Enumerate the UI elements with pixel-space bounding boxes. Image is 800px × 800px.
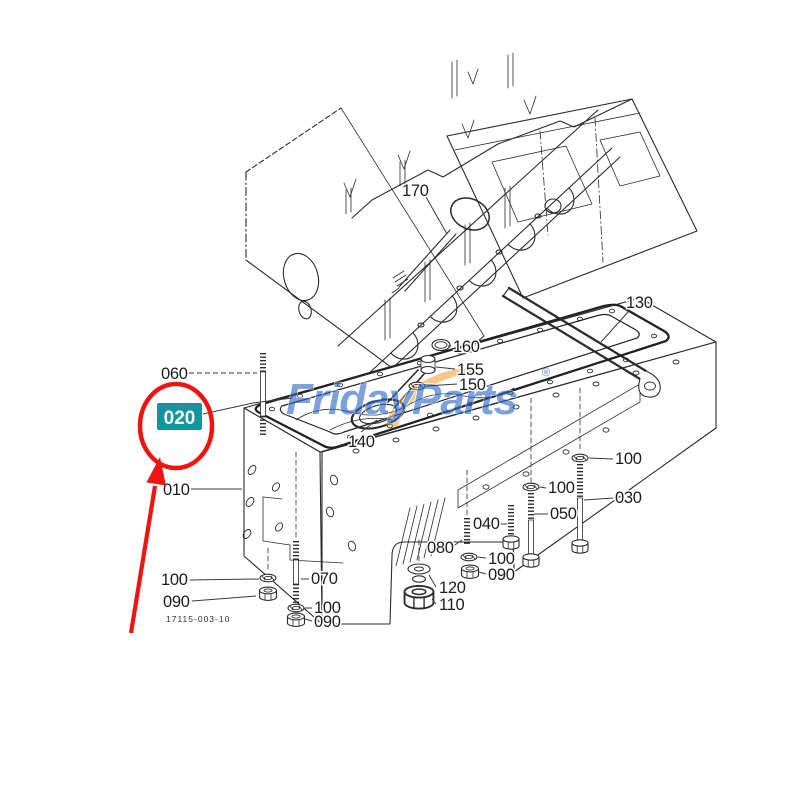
leader-line [478,571,487,575]
leader-line [583,497,614,501]
leader-line [191,595,257,602]
part-label: 100 [161,571,188,589]
drain-nut-110 [403,585,435,610]
leader-line [588,457,614,460]
part-label: 100 [488,550,515,568]
part-label: 090 [488,566,515,584]
leader-line [477,556,487,559]
leader-line [435,366,456,370]
part-label: 100 [615,450,642,468]
watermark-swoosh [385,368,474,427]
highlight-group: 020 [128,381,293,634]
stud-070 [286,541,306,627]
leader-line [304,618,313,622]
part-label: 170 [402,182,429,200]
gasket-strip-130 [501,286,661,398]
part-label: 090 [314,613,341,631]
part-label: 080 [427,539,454,557]
watermark-registered-mark: ® [542,367,550,379]
nut-090 [258,586,278,601]
highlight-arrowhead [146,457,166,486]
leader-line [425,196,448,235]
part-label: 030 [615,489,642,507]
leader-line [189,578,260,581]
bolt-040 [502,505,520,550]
part-label: 100 [548,479,575,497]
part-label: 060 [161,365,188,383]
bolt-050 [522,482,540,568]
part-label: 040 [473,515,500,533]
selected-part-label: 020 [164,408,196,429]
part-label: 070 [311,570,338,588]
fasteners [258,338,589,627]
watermark: FridayParts ® [285,367,550,427]
nut-090 [460,564,480,579]
part-label: 090 [163,593,190,611]
highlight-leader-line [202,397,293,415]
part-labels-layer: 1701300600101601551501400800401000501000… [160,181,655,633]
engine-block [245,52,698,401]
washer-100 [259,573,277,583]
joint-bolt-155 [420,354,436,375]
part-label: 110 [439,596,465,614]
selected-part-chip[interactable] [157,403,202,430]
o-ring-160 [431,338,451,352]
watermark-text: FridayParts [286,375,517,424]
leader-line [451,539,463,548]
part-label: 050 [550,505,577,523]
part-label: 100 [314,599,341,617]
part-label: 130 [626,294,653,312]
leader-line [428,574,437,588]
part-label: 120 [439,579,466,597]
leader-line [360,419,378,433]
washer-120 [407,563,431,583]
oil-pan-gasket-140 [254,303,670,449]
part-label: 155 [457,361,484,379]
part-label: 160 [453,338,480,356]
drawing-code: 17115-003-10 [166,614,230,624]
highlight-arrow-shaft [128,485,158,634]
part-label: 010 [163,481,190,499]
bolt-030 [571,453,589,554]
washer-100 [460,552,478,562]
part-label: 140 [348,433,375,451]
highlight-ellipse [137,381,215,471]
stud-060 [260,353,266,435]
leader-line [425,383,458,387]
leader-line [431,598,437,605]
leader-line [539,486,547,489]
dipstick [391,197,490,294]
part-label: 150 [459,376,486,394]
leader-line [600,310,630,343]
